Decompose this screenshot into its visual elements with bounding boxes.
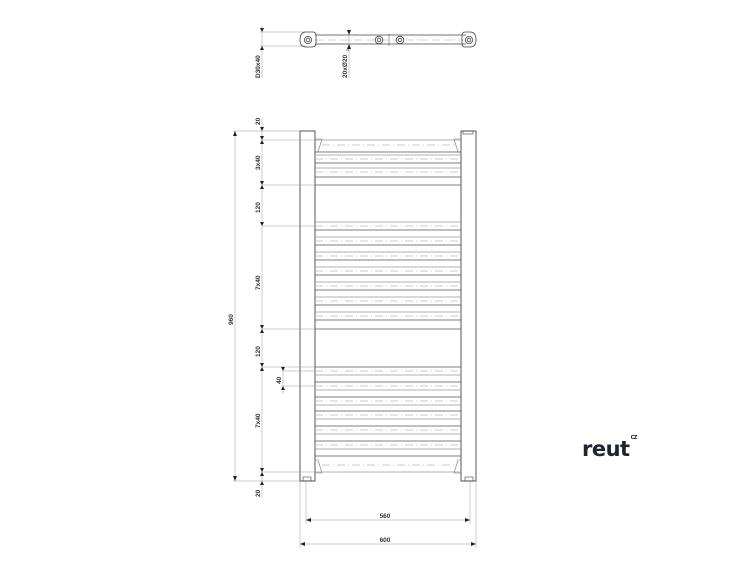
top-view: [260, 26, 477, 78]
dim-gap-1: 120: [255, 202, 262, 213]
bottom-arrows: [300, 518, 476, 546]
rail-group-bottom: [315, 366, 461, 473]
dimension-arrows: [233, 127, 285, 485]
dim-overall-width: 600: [380, 537, 391, 544]
dim-top-margin: 20: [255, 117, 262, 125]
dim-inner-width: 560: [380, 513, 391, 520]
rail-group-middle: [315, 221, 461, 330]
dim-top-group: 3x40: [255, 155, 262, 170]
dim-overall-height: 960: [228, 314, 235, 325]
dim-middle-group: 7x40: [255, 275, 262, 290]
front-view: [299, 130, 477, 482]
dim-rail-pitch: 40: [276, 376, 283, 384]
dim-bottom-margin: 20: [255, 489, 262, 497]
logo-superscript: CZ: [630, 435, 638, 441]
brand-logo: reutCZ: [582, 435, 638, 461]
logo-text: reut: [582, 437, 630, 461]
left-dimensions: [233, 118, 315, 498]
pipe-profile-label: D30x40: [255, 55, 262, 78]
rail-group-top: [315, 139, 461, 186]
bottom-dimensions: [299, 481, 477, 548]
rail-profile-label: 20xØ20: [342, 54, 349, 78]
dim-bottom-group: 7x40: [255, 413, 262, 428]
dim-gap-2: 120: [255, 346, 262, 357]
